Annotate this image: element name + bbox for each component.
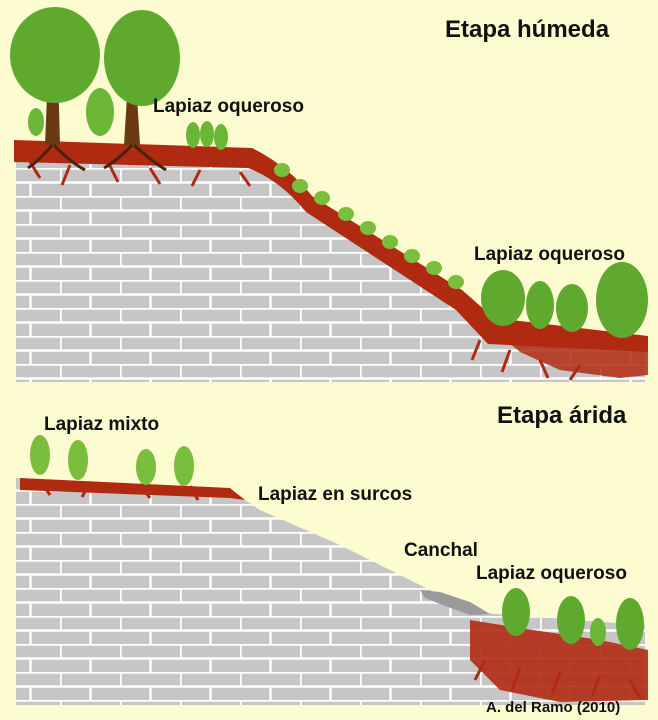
arid-stage-title: Etapa árida — [497, 402, 627, 429]
arid-stage-label-grooves: Lapiaz en surcos — [258, 484, 413, 505]
arid-stage-vegetation — [30, 435, 644, 650]
wet-stage-soil — [14, 140, 648, 381]
scree-deposit — [420, 590, 490, 615]
wet-stage-label-top: Lapiaz oqueroso — [153, 96, 304, 117]
arid-stage-soil — [20, 478, 648, 702]
arid-stage-label-scree: Canchal — [404, 540, 478, 561]
arid-stage-label-mixed: Lapiaz mixto — [44, 414, 160, 435]
credit-text: A. del Ramo (2010) — [486, 699, 621, 716]
arid-stage-label-cavernous: Lapiaz oqueroso — [476, 563, 627, 584]
wet-stage-title: Etapa húmeda — [445, 16, 610, 43]
wet-stage-label-bottom: Lapiaz oqueroso — [474, 244, 625, 265]
wet-stage-vegetation — [10, 7, 648, 338]
